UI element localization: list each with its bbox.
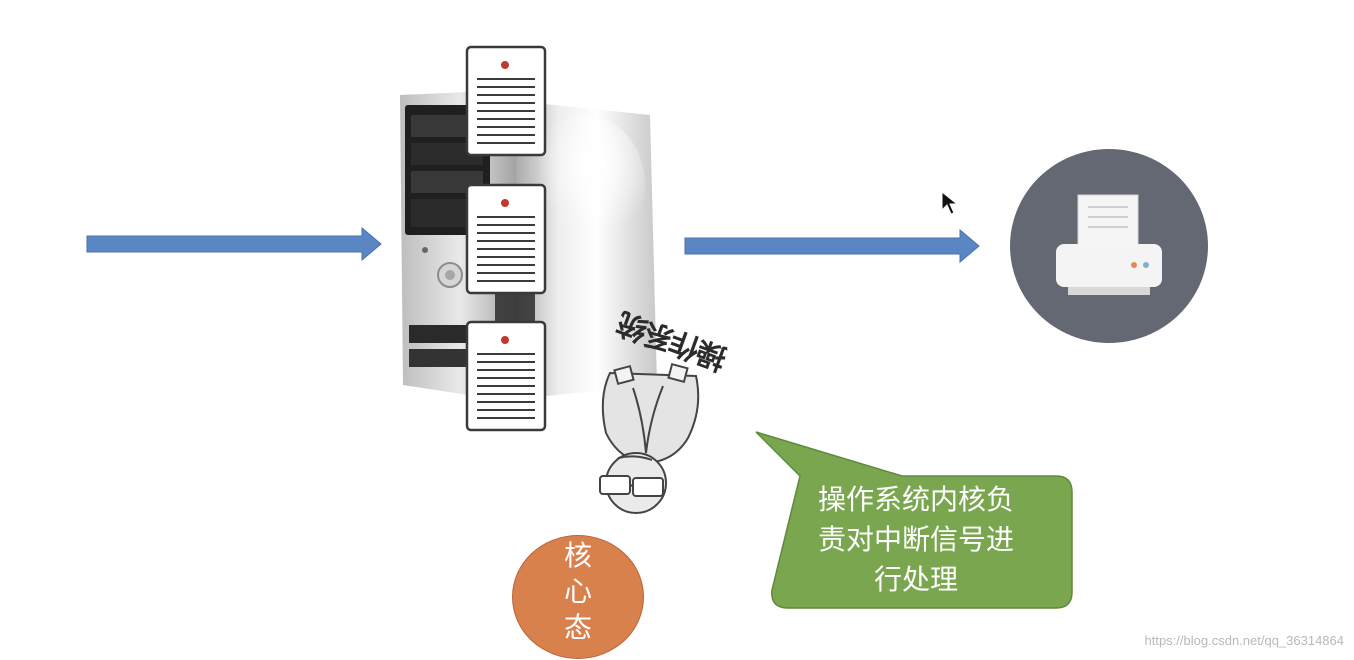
incoming-arrow: [85, 226, 385, 262]
operating-system-character-icon: [588, 358, 713, 518]
mouse-cursor-icon: [940, 190, 958, 216]
kernel-mode-char: 态: [563, 611, 592, 644]
speech-bubble-text: 操作系统内核负 责对中断信号进 行处理: [787, 480, 1045, 600]
speech-bubble: [752, 428, 1078, 612]
bubble-line: 行处理: [873, 563, 958, 596]
document-icon: [463, 183, 549, 295]
printer-icon: [1008, 147, 1210, 345]
kernel-mode-label: 核 心 态: [512, 538, 644, 646]
document-icon: [463, 320, 549, 432]
document-icon: [463, 45, 549, 157]
watermark: https://blog.csdn.net/qq_36314864: [1144, 633, 1345, 648]
bubble-line: 责对中断信号进: [817, 523, 1014, 556]
bubble-line: 操作系统内核负: [817, 483, 1014, 516]
outgoing-arrow: [683, 228, 983, 264]
kernel-mode-char: 心: [563, 575, 592, 608]
kernel-mode-char: 核: [563, 539, 592, 572]
kernel-mode-circle: [512, 535, 644, 659]
